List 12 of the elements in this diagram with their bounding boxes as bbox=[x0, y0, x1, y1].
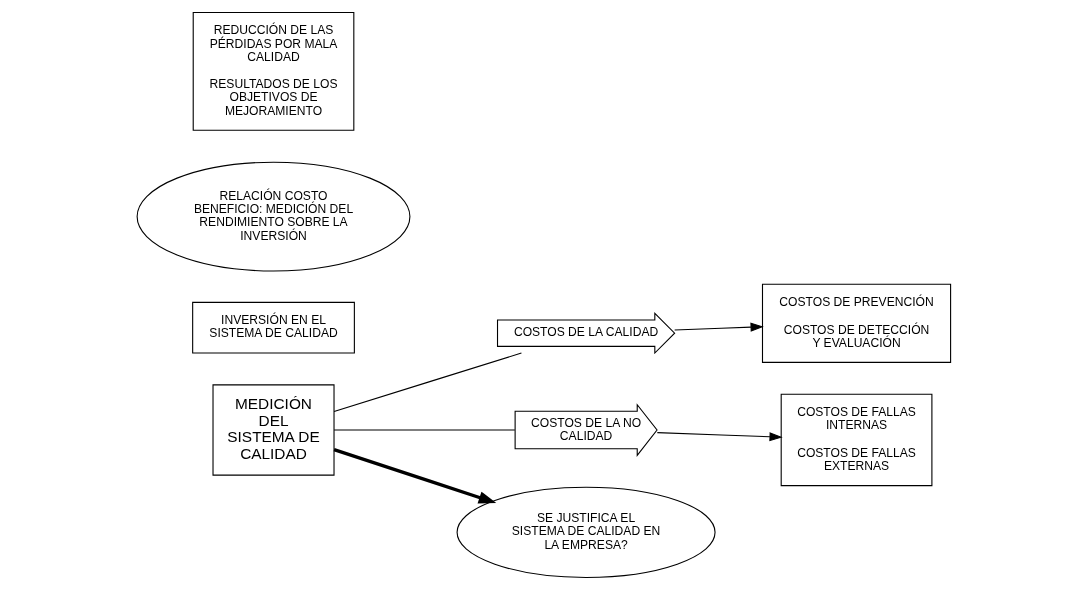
arrow bbox=[673, 322, 764, 332]
connector bbox=[333, 429, 515, 431]
node-ellipse: SE JUSTIFICA EL SISTEMA DE CALIDAD EN LA EMPRESA? bbox=[456, 486, 716, 578]
arrow bbox=[656, 432, 783, 442]
arrow bbox=[333, 448, 496, 504]
node-ellipse: RELACIÓN COSTO BENEFICIO: MEDICIÓN DEL RENDIMIENTO SOBRE LA INVERSIÓN bbox=[136, 161, 410, 272]
node-box: MEDICIÓN DEL SISTEMA DE CALIDAD bbox=[211, 384, 335, 476]
node-box: REDUCCIÓN DE LAS PÉRDIDAS POR MALA CALIDAD RESULTADOS DE LOS OBJETIVOS DE MEJORAMIENTO bbox=[192, 12, 354, 131]
connector bbox=[333, 352, 522, 413]
node-box: COSTOS DE PREVENCIÓN COSTOS DE DETECCIÓN Y EVALUACIÓN bbox=[761, 283, 951, 363]
node-box: COSTOS DE FALLAS INTERNAS COSTOS DE FALLAS EXTERNAS bbox=[780, 393, 932, 487]
node-box: INVERSIÓN EN EL SISTEMA DE CALIDAD bbox=[191, 301, 355, 354]
